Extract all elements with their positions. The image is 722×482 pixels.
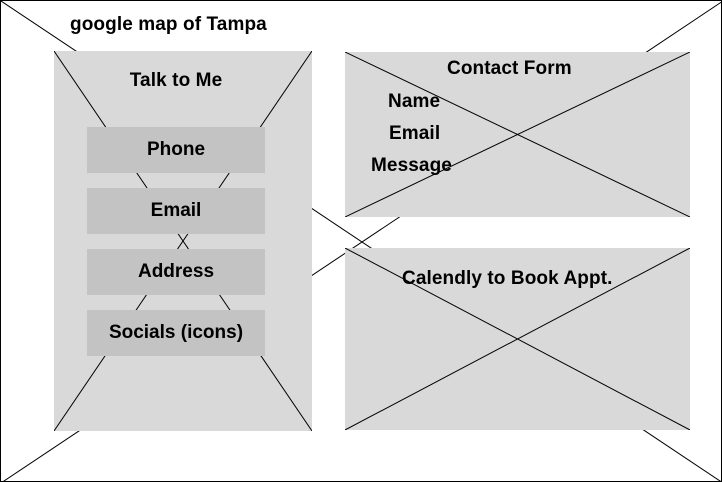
email-button-label: Email: [150, 200, 202, 221]
contact-form-title: Contact Form: [447, 58, 572, 79]
calendly-title: Calendly to Book Appt.: [402, 268, 613, 289]
socials-button[interactable]: Socials (icons): [87, 310, 265, 356]
phone-button-label: Phone: [146, 139, 206, 160]
email-button[interactable]: Email: [87, 188, 265, 234]
email-field-label[interactable]: Email: [389, 123, 441, 144]
contact-form-cross: [345, 52, 690, 217]
talk-to-me-panel: Talk to Me Phone Email Address Socials (…: [54, 51, 312, 431]
talk-panel-cross: [54, 51, 312, 431]
calendly-panel[interactable]: Calendly to Book Appt.: [345, 248, 690, 430]
phone-button[interactable]: Phone: [87, 127, 265, 173]
contact-form-panel: Contact Form Name Email Message: [345, 52, 690, 217]
calendly-cross: [345, 248, 690, 430]
socials-button-label: Socials (icons): [108, 322, 244, 343]
talk-panel-title: Talk to Me: [129, 70, 223, 91]
address-button-label: Address: [137, 261, 215, 282]
map-label: google map of Tampa: [70, 14, 267, 35]
name-field-label[interactable]: Name: [388, 91, 441, 112]
address-button[interactable]: Address: [87, 249, 265, 295]
message-field-label[interactable]: Message: [371, 155, 452, 176]
